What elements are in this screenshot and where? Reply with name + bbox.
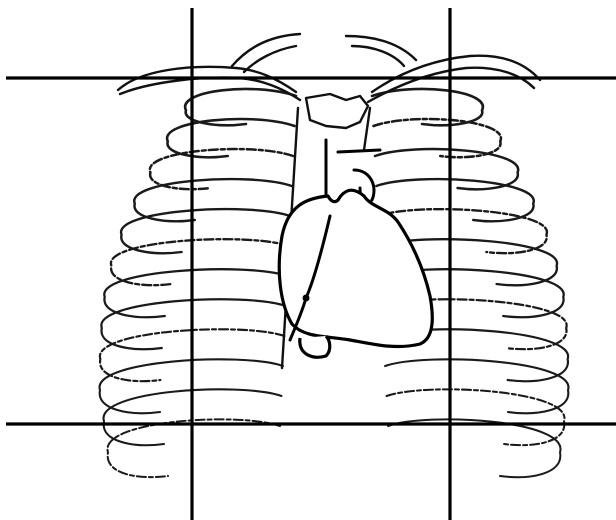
left-clavicle-lower <box>120 78 300 100</box>
right-scapula-top-2 <box>352 46 404 66</box>
left-rib <box>121 209 290 253</box>
right-rib <box>385 359 568 413</box>
left-rib <box>107 419 280 477</box>
right-rib <box>387 389 565 445</box>
inferior-vena-cava <box>300 336 330 357</box>
heart <box>279 140 432 357</box>
manubrium <box>306 94 368 128</box>
left-rib-cage <box>100 89 296 477</box>
heart-outline <box>279 190 432 346</box>
right-scapula-top <box>346 36 416 60</box>
clavicles <box>118 34 540 102</box>
right-rib <box>388 419 561 477</box>
left-rib <box>104 269 287 317</box>
left-scapula-top <box>232 34 300 66</box>
left-rib <box>111 239 289 285</box>
heart-marker <box>303 295 310 302</box>
